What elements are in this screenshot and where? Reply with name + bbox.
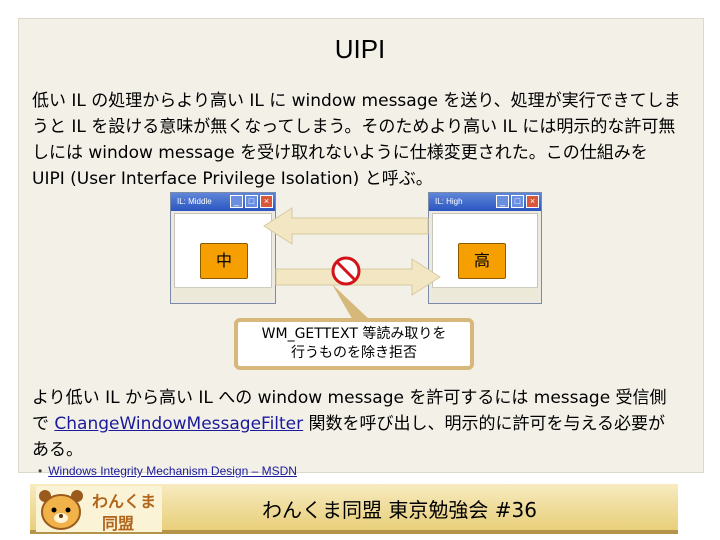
maximize-icon: □ [511,195,524,208]
wankuma-logo: わんくま 同盟 [36,486,162,533]
slide-title: UIPI [334,34,386,64]
minimize-icon: _ [496,195,509,208]
callout-line1: WM_GETTEXT 等読み取りを [261,326,447,342]
minimize-icon: _ [230,195,243,208]
high-window-statusbar [432,287,538,300]
arrow-high-to-middle [263,207,429,245]
high-window-title: IL: High [435,197,463,206]
forbidden-icon [331,256,361,286]
high-window-titlebar: IL: High _ □ × [429,193,541,211]
intro-paragraph: 低い IL の処理からより高い IL に window message を送り、… [32,91,681,189]
middle-window-title: IL: Middle [177,197,212,206]
permission-text-before: より低い IL から高い IL への window message を許可するに… [32,388,667,434]
middle-window-statusbar [174,287,272,300]
bullet-icon: • [38,464,43,478]
bear-logo-icon [36,486,162,532]
maximize-icon: □ [245,195,258,208]
slide-background [18,18,704,473]
middle-window-titlebar: IL: Middle _ □ × [171,193,275,211]
middle-window-body [174,213,272,300]
permission-paragraph: より低い IL から高い IL への window message を許可するに… [32,385,682,463]
logo-text-line1: わんくま [92,492,157,511]
changewindowmessagefilter-link[interactable]: ChangeWindowMessageFilter [54,414,304,434]
close-icon: × [260,195,273,208]
callout-line2: 行うものを除き拒否 [291,345,417,361]
callout-tail [332,284,372,322]
callout-box: WM_GETTEXT 等読み取りを 行うものを除き拒否 [234,318,474,370]
high-badge: 高 [458,243,506,279]
footer-text: わんくま同盟 東京勉強会 #36 [262,498,537,522]
reference-bullet: • Windows Integrity Mechanism Design – MS… [38,464,297,478]
msdn-reference-link[interactable]: Windows Integrity Mechanism Design – MSD… [48,464,297,478]
middle-badge: 中 [200,243,248,279]
high-il-window: IL: High _ □ × [428,192,542,304]
permission-text-after: 関数を呼び出し、明示的に許可を与える必要がある。 [32,414,666,460]
logo-text-line2: 同盟 [102,514,135,533]
close-icon: × [526,195,539,208]
